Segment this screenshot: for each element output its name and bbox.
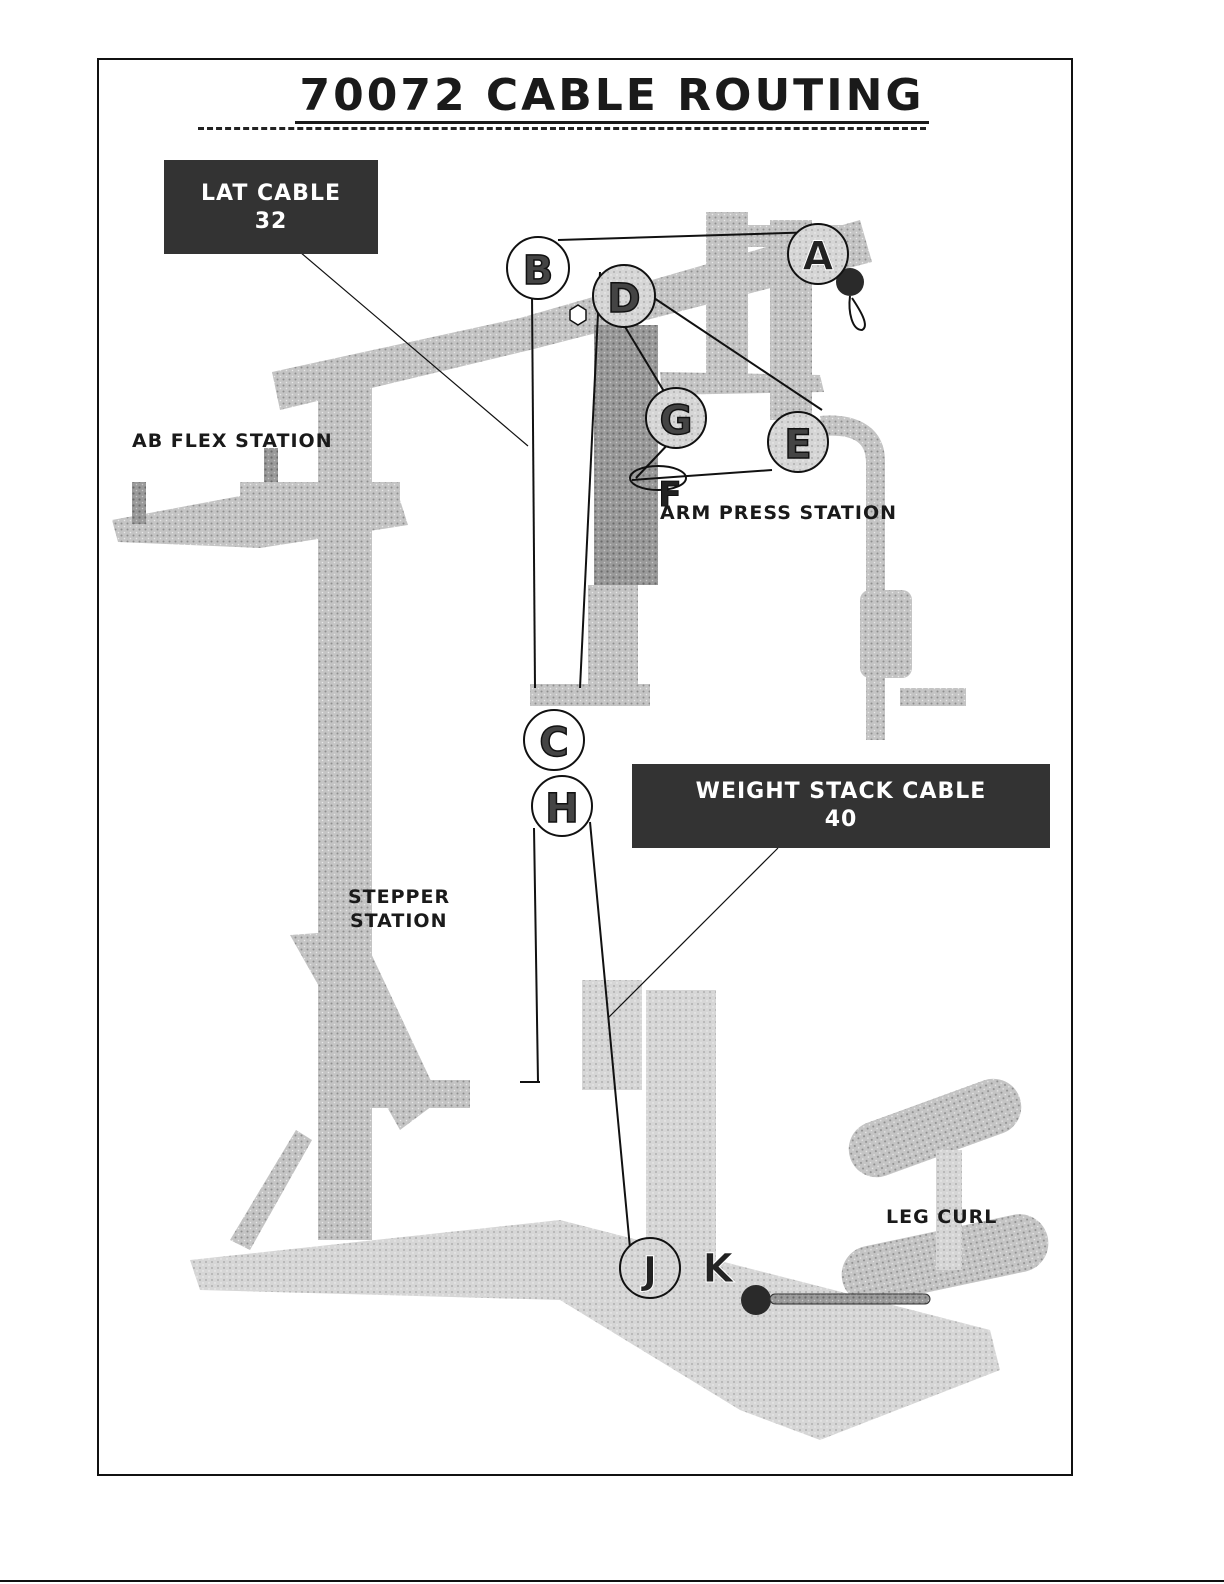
machine-frame [112, 212, 1049, 1440]
leader-weight-stack-cable [607, 847, 779, 1019]
ab-flex-bar [240, 482, 400, 504]
pulley-b-label: B [523, 248, 554, 294]
pulley-d-label: D [607, 276, 640, 322]
weight-stack-cable-number: 40 [824, 807, 858, 832]
ab-flex-handle-left [132, 482, 146, 524]
diagram-frame [97, 58, 1073, 1476]
pulley-b: B [506, 236, 570, 300]
arm-press-seat [660, 372, 824, 395]
weight-stack-cable-label: WEIGHT STACK CABLE 40 [632, 764, 1050, 848]
cable-hook-top [848, 295, 866, 332]
title-dashed-rule [198, 127, 926, 130]
weight-stack-column [594, 325, 658, 585]
cable-h-down-left [533, 827, 539, 1083]
cable-f-e [631, 469, 773, 481]
cable-stop-ball-bottom [741, 1285, 771, 1315]
pulley-j: J [619, 1237, 681, 1299]
title: 70072 CABLE ROUTING [0, 70, 1224, 124]
stepper-pedal [360, 1080, 470, 1108]
pulley-e: E [767, 411, 829, 473]
cable-d-e [647, 293, 823, 411]
arm-press-station-label: ARM PRESS STATION [660, 502, 898, 524]
pulley-g: G [645, 387, 707, 449]
weight-stack-plate [530, 684, 650, 706]
leg-curl-pad-upper [848, 1078, 1022, 1178]
page-bottom-rule [0, 1580, 1224, 1582]
lat-cable-number: 32 [254, 209, 288, 234]
pulley-c: C [523, 709, 585, 771]
pulley-j-label: J [640, 1249, 657, 1293]
pulley-k-label: K [703, 1246, 736, 1292]
pulley-f: F [629, 465, 687, 516]
pulley-k: K [702, 1246, 736, 1293]
pulley-c-label: C [539, 720, 568, 766]
pulley-g-label: G [660, 398, 693, 444]
lat-cable-label: LAT CABLE 32 [164, 160, 378, 254]
pulley-h-label: H [545, 786, 578, 832]
base-frame [190, 1220, 1000, 1440]
pulley-h: H [531, 775, 593, 837]
leader-lat-cable [299, 251, 529, 447]
leader-lines [299, 251, 779, 1019]
lat-cable-name: LAT CABLE [201, 181, 341, 206]
pulley-d: D [592, 264, 656, 328]
hardware [569, 268, 931, 1315]
cable-h-j [589, 821, 631, 1249]
stepper-strut [230, 1130, 312, 1250]
leg-curl-label: LEG CURL [886, 1206, 998, 1228]
ab-flex-station-label: AB FLEX STATION [132, 430, 333, 452]
leg-curl-chain [769, 1293, 931, 1305]
pulley-a-label: A [803, 234, 834, 280]
pulley-e-label: E [784, 422, 811, 468]
pulley-a: A [787, 223, 849, 285]
weight-stack-base [588, 585, 638, 685]
weight-stack-cable-name: WEIGHT STACK CABLE [695, 779, 987, 804]
pulley-f-label: F [658, 475, 681, 515]
title-text: 70072 CABLE ROUTING [295, 70, 929, 124]
leg-curl-side [582, 980, 642, 1090]
cable-clamp [569, 304, 587, 326]
arm-press-grip [860, 590, 912, 678]
arm-press-foot [900, 688, 966, 706]
cable-d-down [579, 271, 601, 689]
cable-b-a [557, 231, 819, 241]
leg-curl-tower [646, 990, 716, 1280]
cable-b-c [531, 293, 536, 689]
ab-flex-pad [112, 496, 408, 548]
arm-press-arm [820, 415, 885, 740]
stepper-station-label-line2: STATION [350, 910, 448, 932]
stepper-station-label-line1: STEPPER [348, 886, 451, 908]
cable-stop-ball-top [836, 268, 864, 296]
leg-curl-post [936, 1150, 962, 1270]
